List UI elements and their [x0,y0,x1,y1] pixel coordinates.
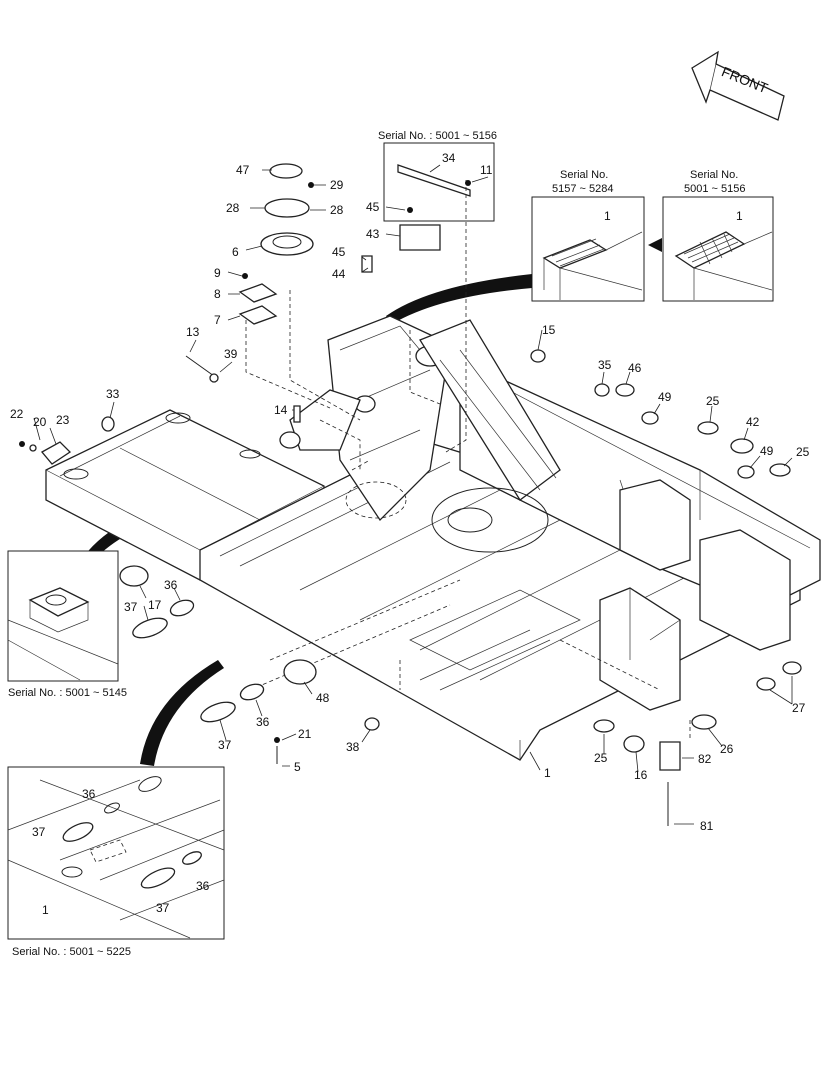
callout-15: 15 [542,323,556,337]
callout-35: 35 [598,358,612,372]
callout-23: 23 [56,413,70,427]
callout-37-a: 37 [124,600,138,614]
callout-46: 46 [628,361,642,375]
callout-36-inset-right: 36 [196,879,210,893]
loose-parts [19,163,802,826]
callout-48: 48 [316,691,330,705]
callout-11: 11 [480,163,493,177]
inset-a: Serial No. 5157 ~ 5284 [531,169,662,302]
callout-8: 8 [214,287,221,301]
callout-49-top: 49 [658,390,672,404]
callout-25-bottom: 25 [594,751,608,765]
inset-b: Serial No. 5001 ~ 5156 [662,169,774,302]
callout-38: 38 [346,740,360,754]
callout-37-inset-left: 37 [32,825,46,839]
callout-labels: 47 29 28 28 6 9 8 7 13 39 14 22 20 23 33… [10,151,810,917]
callout-29: 29 [330,178,344,192]
callout-49-right: 49 [760,444,774,458]
callout-37-b: 37 [218,738,232,752]
left-inset: Serial No. : 5001 ~ 5145 [7,550,127,699]
front-arrow: FRONT [691,50,785,121]
callout-28-left: 28 [226,201,240,215]
bottom-inset-caption: Serial No. : 5001 ~ 5225 [12,946,131,958]
callout-45-mid: 45 [332,245,346,259]
callout-17: 17 [148,598,162,612]
callout-1-inset-bottom: 1 [42,903,49,917]
inset-a-caption-2: 5157 ~ 5284 [552,183,613,195]
callout-1-inset-b: 1 [736,209,743,223]
callout-36-b: 36 [256,715,270,729]
callout-47: 47 [236,163,250,177]
callout-6: 6 [232,245,239,259]
callout-37-inset-bottom: 37 [156,901,170,915]
top-serial-group: Serial No. : 5001 ~ 5156 [378,130,497,222]
callout-81: 81 [700,819,714,833]
top-serial-caption: Serial No. : 5001 ~ 5156 [378,130,497,142]
callout-7: 7 [214,313,221,327]
callout-34: 34 [442,151,456,165]
callout-26: 26 [720,742,734,756]
callout-9: 9 [214,266,221,280]
callout-25-top: 25 [706,394,720,408]
callout-36-a: 36 [164,578,178,592]
callout-45-top: 45 [366,200,380,214]
callout-39: 39 [224,347,238,361]
pointer-arrow-top [386,274,532,324]
callout-28-right: 28 [330,203,344,217]
callout-43: 43 [366,227,380,241]
callout-1-inset-a: 1 [604,209,611,223]
callout-36-inset-top: 36 [82,787,96,801]
callout-22: 22 [10,407,24,421]
callout-42: 42 [746,415,760,429]
callout-33: 33 [106,387,120,401]
bottom-inset: Serial No. : 5001 ~ 5225 [7,766,225,958]
inset-b-caption-1: Serial No. [690,169,738,181]
callout-16: 16 [634,768,648,782]
main-frame [45,180,821,761]
callout-13: 13 [186,325,200,339]
callout-20: 20 [33,415,47,429]
left-inset-caption: Serial No. : 5001 ~ 5145 [8,687,127,699]
callout-5: 5 [294,760,301,774]
leader-lines [33,164,793,825]
callout-25-right: 25 [796,445,810,459]
callout-44: 44 [332,267,346,281]
pointer-arrow-bottom [140,660,224,766]
callout-27: 27 [792,701,806,715]
inset-a-caption-1: Serial No. [560,169,608,181]
callout-1-main: 1 [544,766,551,780]
callout-14: 14 [274,403,288,417]
callout-21: 21 [298,727,312,741]
inset-b-caption-2: 5001 ~ 5156 [684,183,745,195]
callout-82: 82 [698,752,712,766]
